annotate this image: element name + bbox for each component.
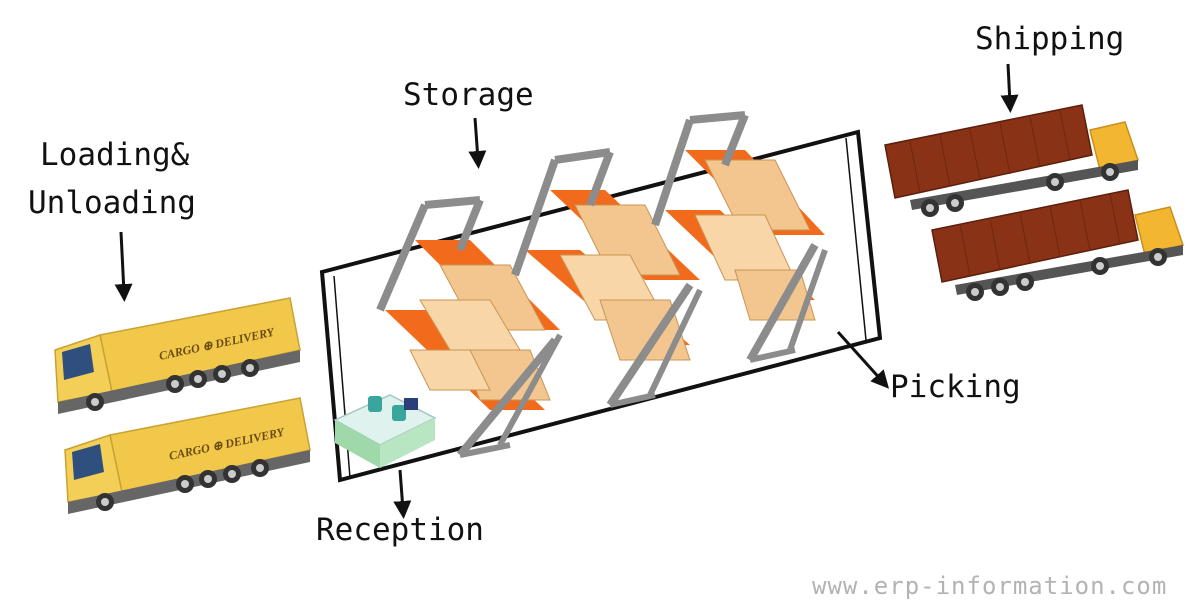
arrow-reception — [393, 469, 412, 519]
watermark-text: www.erp-information.com — [812, 572, 1168, 600]
arrow-picking — [836, 330, 890, 389]
loading-truck-1: CARGO ⊕ DELIVERY — [54, 297, 301, 414]
storage-rack-1 — [376, 196, 563, 458]
loading-label-line2: Unloading — [28, 185, 196, 221]
shipping-truck-2 — [931, 189, 1184, 301]
storage-rack-3 — [651, 111, 828, 363]
loading-label-line1: Loading& — [40, 137, 190, 173]
shipping-truck-1 — [884, 104, 1139, 217]
arrow-storage — [468, 117, 487, 169]
storage-label: Storage — [403, 77, 534, 113]
storage-racks — [376, 111, 828, 458]
reception-label: Reception — [316, 512, 484, 548]
reception-desk — [333, 394, 437, 468]
loading-truck-2: CARGO ⊕ DELIVERY — [64, 397, 311, 514]
arrow-shipping — [1000, 63, 1019, 113]
shipping-label: Shipping — [975, 21, 1125, 57]
picking-label: Picking — [890, 369, 1021, 405]
arrow-loading — [114, 231, 133, 302]
